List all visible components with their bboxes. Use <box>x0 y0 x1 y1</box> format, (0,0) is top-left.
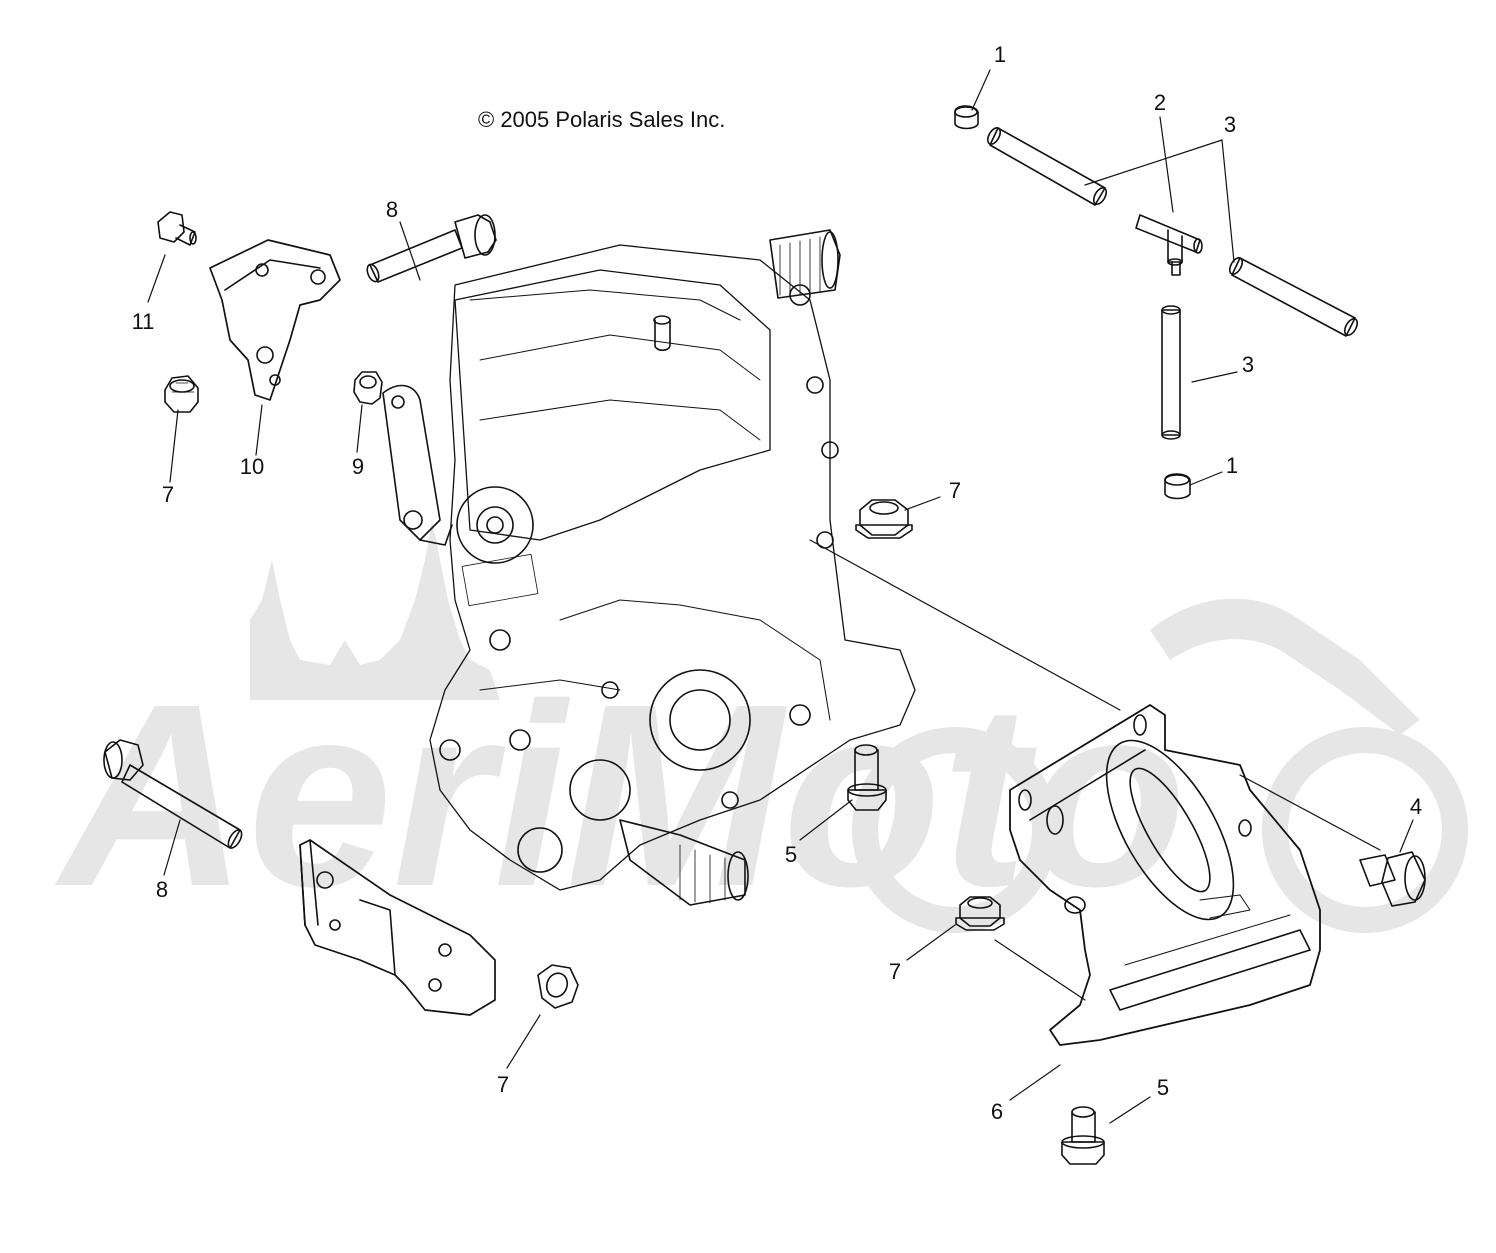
mount-bracket-right <box>1009 704 1321 1046</box>
hose-vertical <box>1161 305 1181 440</box>
callout-1-top: 1 <box>993 42 1007 67</box>
callout-6: 6 <box>990 1099 1004 1124</box>
transmission-assembly <box>382 229 916 906</box>
callout-7-left: 7 <box>161 482 175 507</box>
callout-3-right: 3 <box>1241 352 1255 377</box>
callout-3-top: 3 <box>1223 112 1237 137</box>
callout-7-bottom: 7 <box>496 1072 510 1097</box>
callout-7-right: 7 <box>948 478 962 503</box>
callout-2: 2 <box>1153 90 1167 115</box>
flange-bolt-5-upper <box>847 744 887 811</box>
bolt-11 <box>157 211 197 246</box>
callout-7-mid: 7 <box>888 959 902 984</box>
hose-upper-left <box>986 127 1108 206</box>
callout-10: 10 <box>239 454 265 479</box>
callout-11: 11 <box>131 309 155 334</box>
hose-clamp-top <box>954 105 979 130</box>
nut-9 <box>353 371 383 405</box>
flange-bolt-4 <box>1359 851 1426 907</box>
flange-nut-7-bottom <box>537 964 579 1009</box>
watermark-castle <box>250 520 500 700</box>
mount-bracket-lower-left <box>299 839 496 1016</box>
flange-nut-7-left <box>164 375 199 413</box>
leader-lines <box>147 69 1414 1124</box>
watermark-wheel-left <box>852 727 1058 933</box>
long-bolt-8-lower <box>103 739 243 849</box>
callout-1-bottom: 1 <box>1225 453 1239 478</box>
watermark-moto-frame <box>1150 598 1420 735</box>
callout-5-lower: 5 <box>1156 1075 1170 1100</box>
hose-clamp-bottom <box>1164 473 1191 500</box>
flange-bolt-5-lower <box>1061 1106 1105 1165</box>
callout-4: 4 <box>1409 794 1423 819</box>
callout-8-lower: 8 <box>155 877 169 902</box>
tee-fitting <box>1135 214 1203 276</box>
hose-upper-right <box>1228 257 1359 337</box>
callout-5-upper: 5 <box>784 842 798 867</box>
watermark-wheel-right <box>1262 727 1468 933</box>
flange-nut-7-right <box>855 499 913 539</box>
watermark: AeriMoto <box>52 520 1468 941</box>
watermark-text: AeriMoto <box>52 651 1187 941</box>
callout-9: 9 <box>351 454 365 479</box>
copyright-notice: © 2005 Polaris Sales Inc. <box>478 107 726 132</box>
flange-nut-7-mid <box>955 896 1005 931</box>
mount-bracket-10 <box>209 239 341 401</box>
callout-8-upper: 8 <box>385 197 399 222</box>
long-bolt-8-upper <box>366 214 497 283</box>
